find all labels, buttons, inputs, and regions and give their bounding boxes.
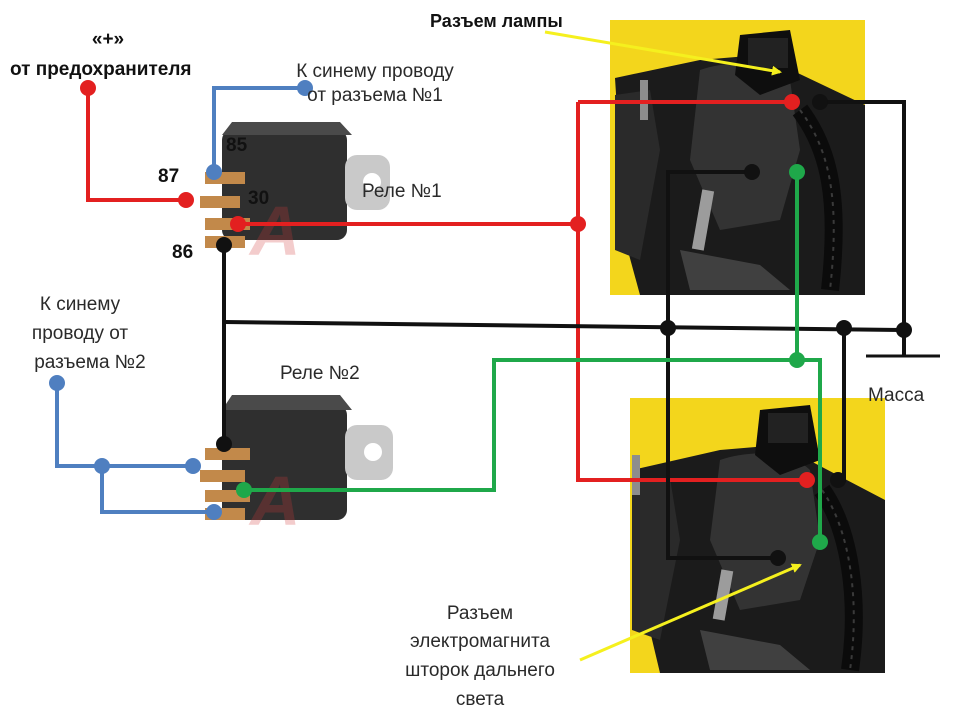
red-dot-pin30 [230, 216, 246, 232]
red-dot-lamp2 [799, 472, 815, 488]
shutter-label-line3: шторок дальнего [405, 660, 555, 681]
green-dot-lamp1 [789, 164, 805, 180]
blue-wire-1-label-line2: от разъема №1 [307, 85, 443, 106]
blue-wires [55, 86, 305, 514]
pin-87-label: 87 [158, 166, 180, 187]
relay-1-label: Реле №1 [362, 181, 442, 202]
black-dot-ground [896, 322, 912, 338]
black-dot-lamp2 [830, 472, 846, 488]
arrow-shutter-connector [579, 563, 802, 662]
from-fuse-label: от предохранителя [10, 59, 192, 80]
black-dot-junction-a [660, 320, 676, 336]
shutter-label-line1: Разъем [446, 603, 514, 624]
blue-wire-2-label-line2: проводу от [31, 323, 129, 344]
blue-wire-2-label-line3: разъема №2 [34, 352, 146, 373]
svg-text:A: A [248, 462, 301, 540]
red-dot-lamp1 [784, 94, 800, 110]
green-wires [244, 172, 822, 542]
pin-30-label: 30 [248, 188, 270, 209]
black-dot-lamp1-shutter [744, 164, 760, 180]
red-dot-pin87 [178, 192, 194, 208]
green-dot-relay2 [236, 482, 252, 498]
blue-wire-2-label-line1: К синему [39, 294, 121, 315]
pin-85-label: 85 [226, 135, 248, 156]
green-dot-junction [789, 352, 805, 368]
ground-label: Масса [868, 385, 925, 406]
black-dot-relay2 [216, 436, 232, 452]
relay-2-label: Реле №2 [280, 363, 360, 384]
blue-dot-relay2-bottom [206, 504, 222, 520]
blue-dot-wire1 [297, 80, 313, 96]
annotation-arrows [544, 30, 802, 662]
blue-dot-relay2-top [185, 458, 201, 474]
headlight-photo-1 [610, 20, 865, 295]
black-wires [222, 100, 906, 560]
red-dot-fuse [80, 80, 96, 96]
blue-dot-junction [94, 458, 110, 474]
black-dot-junction-b [836, 320, 852, 336]
green-dot-lamp2 [812, 534, 828, 550]
shutter-label-line4: света [455, 689, 505, 710]
black-dot-lamp1 [812, 94, 828, 110]
plus-label: «+» [91, 29, 125, 50]
black-dot-pin86 [216, 237, 232, 253]
lamp-connector-label: Разъем лампы [430, 11, 563, 31]
blue-dot-pin85 [206, 164, 222, 180]
pin-86-label: 86 [172, 242, 194, 263]
svg-text:A: A [248, 192, 301, 270]
red-dot-junction [570, 216, 586, 232]
shutter-label-line2: электромагнита [409, 631, 550, 652]
blue-dot-wire2 [49, 375, 65, 391]
black-dot-lamp2-shutter [770, 550, 786, 566]
junction-dots [49, 80, 912, 566]
blue-wire-1-label-line1: К синему проводу [296, 61, 454, 82]
relay-2: A [200, 395, 393, 540]
arrow-lamp-connector [544, 30, 782, 76]
